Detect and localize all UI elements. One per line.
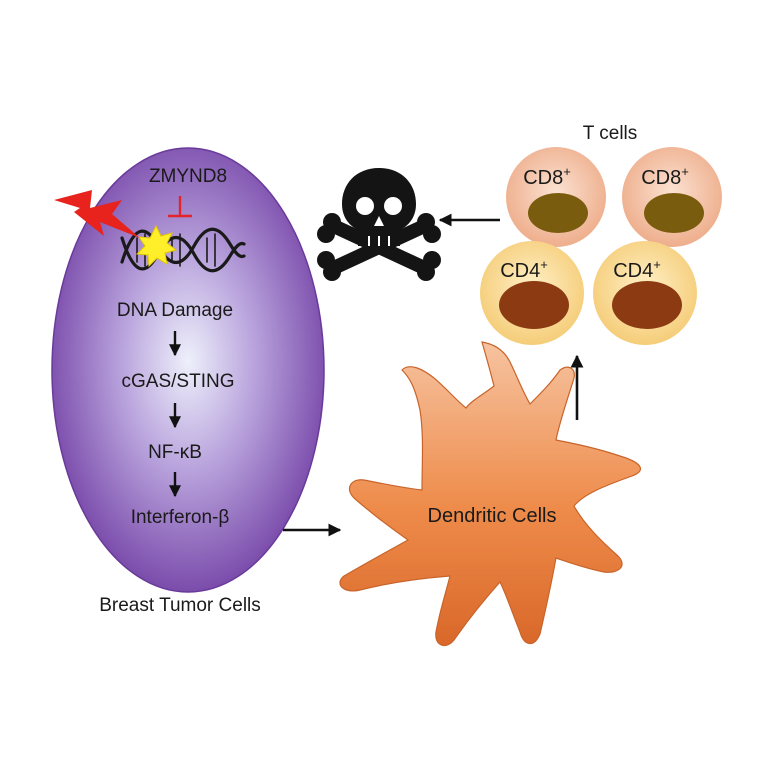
t-cell-cd4-1: CD4+ bbox=[480, 241, 584, 345]
t-cell-label: CD8 bbox=[523, 167, 563, 189]
t-cell-cd4-2: CD4+ bbox=[593, 241, 697, 345]
t-cell-sup: + bbox=[653, 257, 661, 272]
t-cell-label: CD4 bbox=[613, 260, 653, 282]
pathway-step-dna-damage: DNA Damage bbox=[117, 300, 233, 321]
t-cell-sup: + bbox=[540, 257, 548, 272]
t-cell-sup: + bbox=[563, 164, 571, 179]
t-cell-sup: + bbox=[681, 164, 689, 179]
t-cell-cd8-2: CD8+ bbox=[622, 147, 722, 247]
svg-text:CD4+: CD4+ bbox=[613, 257, 661, 282]
t-cell-cd8-1: CD8+ bbox=[506, 147, 606, 247]
pathway-step-interferon-beta: Interferon-β bbox=[131, 507, 230, 528]
pathway-step-nf-kb: NF-κB bbox=[148, 442, 202, 463]
breast-tumor-cell: ZMYND8 DNA Damage cGAS/STING NF bbox=[51, 147, 325, 593]
dna-damage-star-icon bbox=[135, 224, 178, 268]
dendritic-cell: Dendritic Cells bbox=[339, 341, 642, 647]
skull-crossbones-icon bbox=[317, 168, 441, 281]
svg-text:CD8+: CD8+ bbox=[641, 164, 689, 189]
t-cells-title: T cells bbox=[583, 123, 638, 144]
lightning-icon bbox=[54, 190, 140, 238]
t-cell-label: CD4 bbox=[500, 260, 540, 282]
svg-text:CD8+: CD8+ bbox=[523, 164, 571, 189]
t-cell-label: CD8 bbox=[641, 167, 681, 189]
dendritic-cell-label: Dendritic Cells bbox=[428, 505, 557, 527]
zmynd8-label: ZMYND8 bbox=[149, 166, 227, 187]
pathway-step-cgas-sting: cGAS/STING bbox=[122, 371, 235, 392]
tumor-cell-caption: Breast Tumor Cells bbox=[99, 595, 261, 616]
svg-text:CD4+: CD4+ bbox=[500, 257, 548, 282]
dna-helix-icon bbox=[120, 227, 246, 273]
inhibition-symbol bbox=[168, 196, 192, 218]
